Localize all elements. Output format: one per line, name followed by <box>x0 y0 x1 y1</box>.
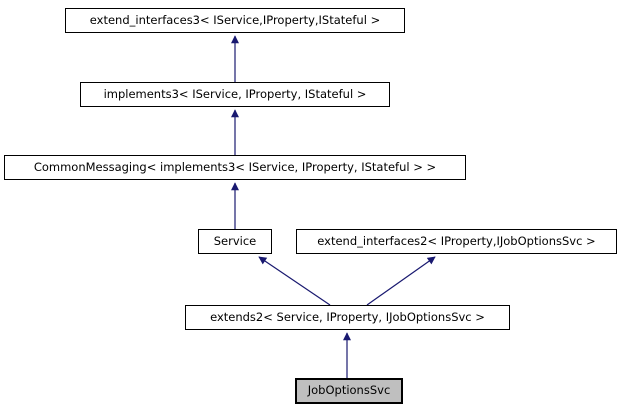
node-extend-interfaces3[interactable]: extend_interfaces3< IService,IProperty,I… <box>65 8 405 33</box>
node-implements3[interactable]: implements3< IService, IProperty, IState… <box>80 82 390 107</box>
node-joboptionssvc-current-class: JobOptionsSvc <box>295 378 403 404</box>
node-commonmessaging[interactable]: CommonMessaging< implements3< IService, … <box>4 155 466 180</box>
node-extends2[interactable]: extends2< Service, IProperty, IJobOption… <box>185 305 510 330</box>
node-extend-interfaces2[interactable]: extend_interfaces2< IProperty,IJobOption… <box>296 229 617 254</box>
arrow-extends2-to-service <box>258 256 331 306</box>
arrow-extends2-to-extend_interfaces2 <box>366 256 436 306</box>
node-service[interactable]: Service <box>198 229 272 254</box>
